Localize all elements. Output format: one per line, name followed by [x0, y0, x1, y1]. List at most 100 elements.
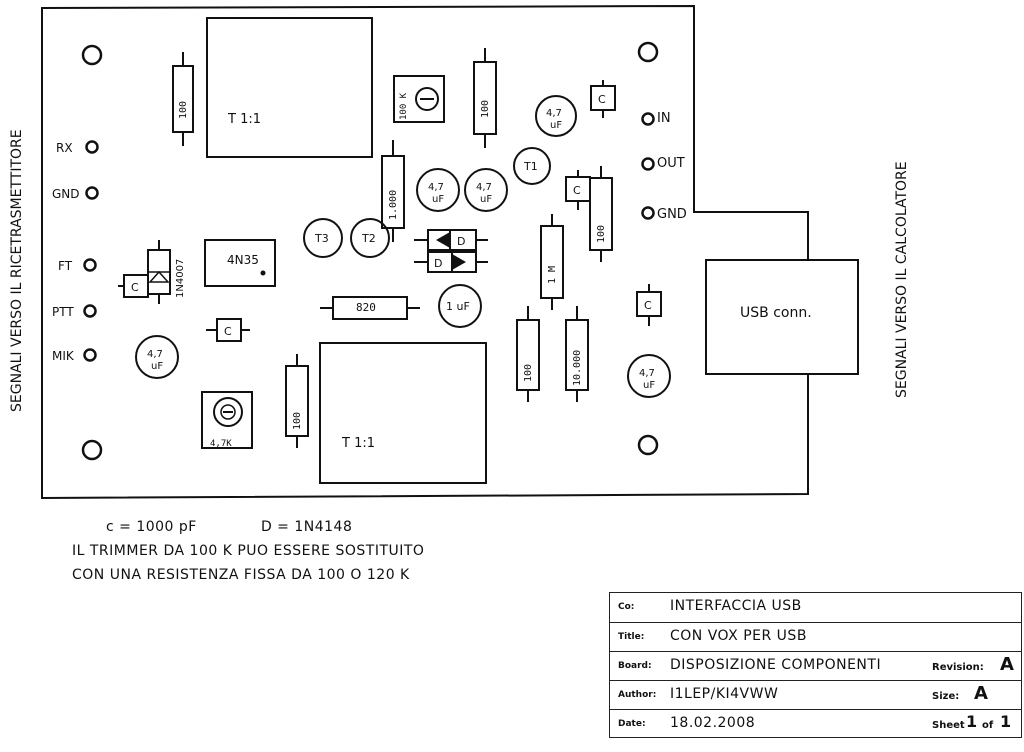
co-value: INTERFACCIA USB: [670, 598, 802, 614]
svg-text:1 M: 1 M: [547, 266, 558, 284]
svg-text:100: 100: [596, 225, 607, 243]
svg-text:PTT: PTT: [52, 305, 74, 319]
co-label: Co:: [618, 602, 635, 612]
sheet-value: 1: [966, 712, 978, 731]
svg-text:uF: uF: [480, 194, 492, 205]
board-outline: [41, 4, 809, 500]
resistor-100-top-left: 100: [172, 52, 194, 146]
notes-values: c = 1000 pF D = 1N4148: [72, 515, 424, 539]
left-pin-ptt: PTT: [52, 304, 97, 319]
title-block-row-board: Board: DISPOSIZIONE COMPONENTI Revision:…: [610, 651, 1021, 680]
date-label: Date:: [618, 719, 646, 729]
mounting-hole-icon: [81, 439, 103, 461]
resistor-10000: 10.000: [565, 306, 589, 402]
left-pin-mik: MIK: [52, 348, 97, 363]
svg-text:4,7K: 4,7K: [210, 439, 232, 449]
svg-text:1 uF: 1 uF: [446, 300, 470, 313]
mounting-hole-icon: [637, 41, 659, 63]
svg-text:D: D: [457, 235, 465, 248]
resistor-1000: 1.000: [381, 140, 405, 242]
svg-text:4,7: 4,7: [546, 108, 562, 119]
mounting-holes: [81, 41, 659, 461]
svg-text:100 K: 100 K: [399, 92, 409, 120]
resistor-1m: 1 M: [540, 214, 564, 310]
capacitor-c-right: C: [636, 284, 662, 326]
capacitor-c-center-right: C: [565, 170, 591, 210]
svg-text:USB conn.: USB conn.: [740, 305, 812, 321]
svg-text:4,7: 4,7: [476, 182, 492, 193]
svg-text:T 1:1: T 1:1: [341, 436, 375, 451]
svg-text:T 1:1: T 1:1: [227, 112, 261, 127]
trimmer-4k7: 4,7K: [201, 391, 253, 449]
svg-text:uF: uF: [432, 194, 444, 205]
board-value: DISPOSIZIONE COMPONENTI: [670, 657, 882, 673]
transistor-t1: T1: [513, 147, 551, 185]
title-block: Co: INTERFACCIA USB Title: CON VOX PER U…: [609, 592, 1022, 738]
svg-text:100: 100: [292, 412, 303, 430]
svg-text:D: D: [434, 257, 442, 270]
diode-1n4007: 1N4007: [147, 240, 186, 304]
title-block-row-title: Title: CON VOX PER USB: [610, 622, 1021, 651]
svg-text:820: 820: [356, 301, 376, 314]
size-label: Size:: [932, 691, 960, 702]
title-value: CON VOX PER USB: [670, 628, 807, 644]
svg-text:T1: T1: [523, 160, 538, 173]
right-pin-in: IN: [641, 111, 671, 126]
svg-text:uF: uF: [643, 380, 655, 391]
svg-text:4,7: 4,7: [147, 349, 163, 360]
title-block-row-author: Author: I1LEP/KI4VWW Size: A: [610, 680, 1021, 709]
svg-text:uF: uF: [550, 120, 562, 131]
title-label: Title:: [618, 632, 645, 642]
right-side-label: SEGNALI VERSO IL CALCOLATORE: [894, 161, 910, 398]
revision-label: Revision:: [932, 662, 984, 673]
revision-value: A: [1000, 654, 1014, 675]
sheet-of-label: of: [982, 720, 994, 731]
trimmer-100k: 100 K: [393, 75, 445, 123]
svg-text:uF: uF: [151, 361, 163, 372]
svg-text:4N35: 4N35: [227, 253, 259, 267]
sheet-total: 1: [1000, 712, 1012, 731]
capacitor-1uf: 1 uF: [438, 284, 482, 328]
svg-text:10.000: 10.000: [572, 350, 583, 386]
svg-text:C: C: [131, 281, 139, 294]
size-value: A: [974, 683, 988, 704]
title-block-row-co: Co: INTERFACCIA USB: [610, 593, 1021, 622]
optocoupler-4n35: 4N35: [204, 239, 276, 287]
note-d-value: D = 1N4148: [260, 519, 353, 535]
board-label: Board:: [618, 661, 652, 671]
svg-text:C: C: [644, 299, 652, 312]
svg-text:GND: GND: [52, 187, 80, 201]
capacitor-47uf-center-a: 4,7 uF: [416, 168, 460, 212]
author-value: I1LEP/KI4VWW: [670, 686, 779, 702]
capacitor-47uf-left: 4,7 uF: [135, 335, 179, 379]
transistor-t2: T2: [350, 218, 390, 258]
capacitor-47uf-top-right: 4,7 uF: [535, 95, 577, 137]
svg-text:1N4007: 1N4007: [175, 259, 186, 298]
svg-text:FT: FT: [58, 259, 73, 273]
diode-d-upper: D: [414, 229, 488, 251]
transistor-t3: T3: [303, 218, 343, 258]
left-pin-rx: RX: [56, 140, 99, 155]
diode-d-lower: D: [414, 251, 488, 273]
author-label: Author:: [618, 690, 657, 700]
svg-text:T2: T2: [361, 232, 376, 245]
resistor-100-bottom: 100: [285, 354, 309, 448]
usb-connector: USB conn.: [705, 259, 859, 375]
mounting-hole-icon: [637, 434, 659, 456]
note-trimmer: IL TRIMMER DA 100 K PUO ESSERE SOSTITUIT…: [72, 543, 425, 559]
svg-text:100: 100: [178, 101, 189, 119]
left-pin-gnd: GND: [52, 186, 99, 201]
svg-text:4,7: 4,7: [428, 182, 444, 193]
svg-text:MIK: MIK: [52, 349, 75, 363]
resistor-820: 820: [320, 296, 420, 320]
svg-text:C: C: [573, 184, 581, 197]
right-pin-out: OUT: [641, 156, 685, 171]
mounting-hole-icon: [81, 44, 103, 66]
svg-text:1.000: 1.000: [388, 190, 399, 220]
svg-text:IN: IN: [657, 111, 671, 126]
svg-text:C: C: [598, 93, 606, 106]
left-side-label: SEGNALI VERSO IL RICETRASMETTITORE: [9, 129, 25, 412]
svg-text:C: C: [224, 325, 232, 338]
svg-text:RX: RX: [56, 141, 73, 155]
